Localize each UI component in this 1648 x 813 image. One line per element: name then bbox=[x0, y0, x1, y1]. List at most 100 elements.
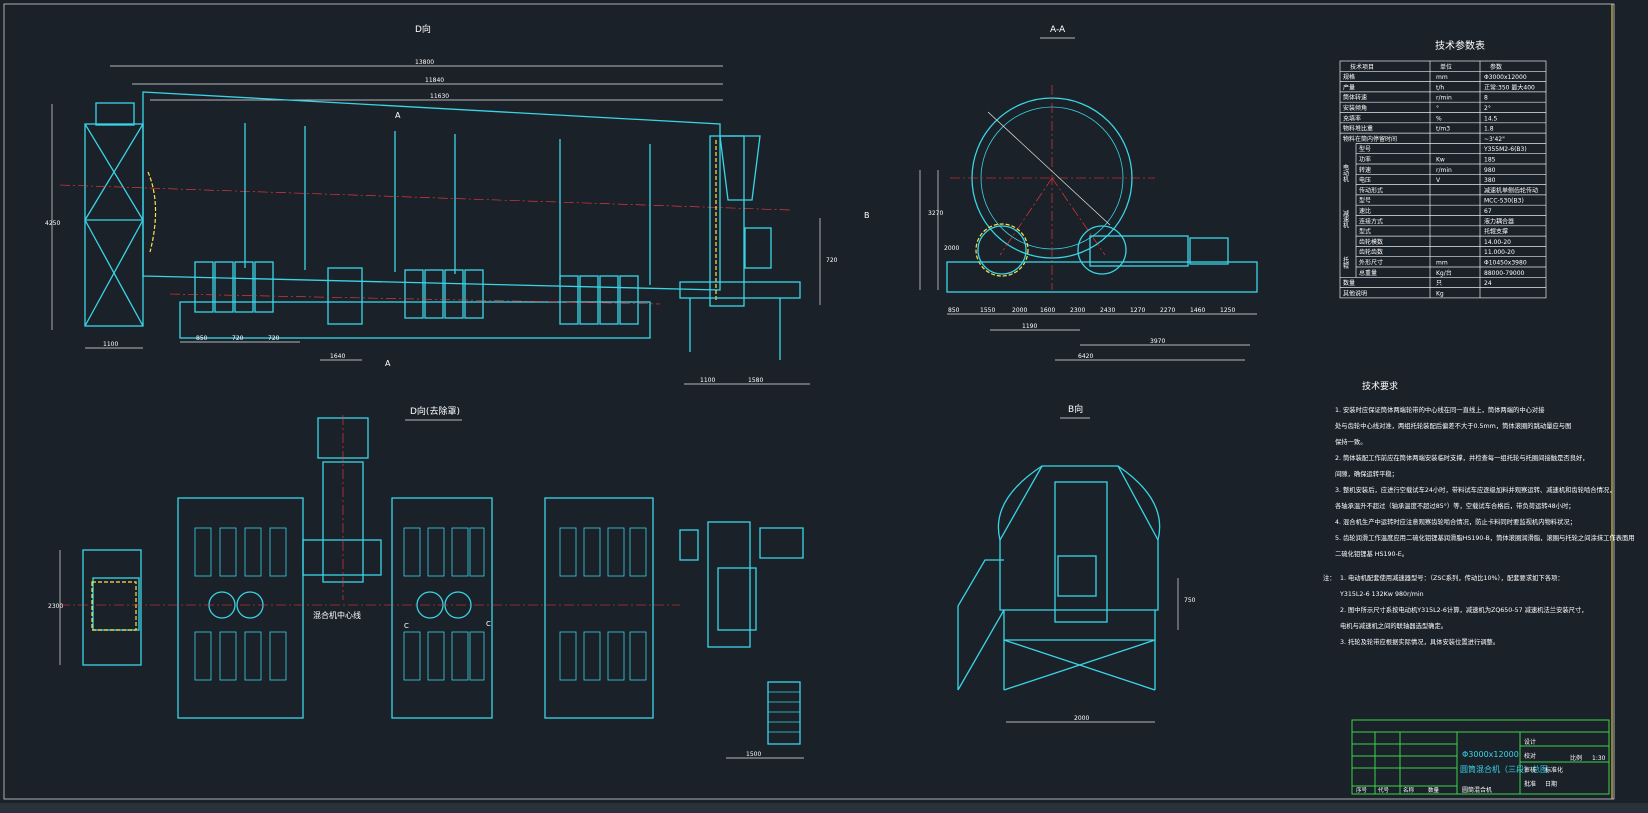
requirement-line: 各轴承温升不超过（轴承温度不超过85°）等，空载试车合格后，带负荷运转48小时； bbox=[1335, 501, 1575, 510]
tech-table-cell: 液力耦合器 bbox=[1484, 217, 1514, 225]
tech-table-cell: t/h bbox=[1436, 84, 1444, 91]
tech-table-cell: 总重量 bbox=[1359, 269, 1377, 277]
note-line: 3. 托轮及轮带应根据实际情况，具体安装位置进行调整。 bbox=[1340, 637, 1499, 646]
tech-table-cell: 转速 bbox=[1359, 166, 1371, 174]
tech-table-group-label: 托辊 bbox=[1342, 256, 1349, 270]
tech-table-cell: mm bbox=[1436, 260, 1448, 267]
dimension-label: 1250 bbox=[1220, 307, 1235, 314]
view-d-title: D向(去除罩) bbox=[410, 405, 460, 417]
dimension-label: 2270 bbox=[1160, 307, 1175, 314]
view-b: B向 2000 750 bbox=[957, 403, 1196, 723]
dim-shell-length: 11840 bbox=[425, 77, 444, 84]
dimension-label: 1190 bbox=[1022, 323, 1037, 330]
tech-table-cell: % bbox=[1436, 115, 1442, 122]
dim-height-left: 4250 bbox=[45, 220, 60, 227]
requirement-line: 间隙，确保运转平稳； bbox=[1335, 469, 1398, 478]
dim-overall-length: 13800 bbox=[415, 59, 434, 66]
viewport-status-strip bbox=[0, 803, 1648, 813]
tech-table-cell: 筒体转速 bbox=[1343, 94, 1367, 102]
top-view-arrow-label: D向 bbox=[415, 23, 431, 35]
tech-table-group-label: 电动机 bbox=[1342, 163, 1349, 183]
note-line: 电机与减速机之间的联轴器选型确定。 bbox=[1340, 621, 1447, 630]
dimension-label: 标准化 bbox=[1545, 766, 1563, 774]
tech-table-cell: mm bbox=[1436, 74, 1448, 81]
dimension-label: 批准 bbox=[1524, 780, 1536, 788]
section-aa-view: A-A 3270 2000 850 1550 2000 1600 2300 24… bbox=[919, 25, 1258, 361]
tech-table-cell: Kg bbox=[1436, 290, 1444, 297]
dimension-label: 校对 bbox=[1524, 752, 1536, 760]
dimension-label: 2000 bbox=[1074, 715, 1089, 722]
tech-table-cell: 只 bbox=[1436, 280, 1442, 287]
section-mark-a-bottom: A bbox=[385, 359, 391, 368]
tech-table-cell: Kg/台 bbox=[1436, 269, 1452, 277]
dimension-label: 设计 bbox=[1524, 738, 1536, 746]
requirement-line: 1. 安装时应保证筒体两端轮带的中心线在同一直线上，筒体两端的中心对接 bbox=[1335, 405, 1545, 414]
dimension-label: 1500 bbox=[746, 751, 761, 758]
dim-frame-width: 1100 bbox=[103, 341, 118, 348]
tech-table-cell: 185 bbox=[1484, 157, 1496, 164]
technical-requirements: 技术要求 1. 安装时应保证筒体两端轮带的中心线在同一直线上，筒体两端的中心对接… bbox=[1323, 380, 1635, 646]
dimension-label: 序号 bbox=[1356, 786, 1368, 794]
dim-height-right: 720 bbox=[826, 257, 838, 264]
tech-table-cell: 电压 bbox=[1359, 176, 1371, 184]
tech-table-cell: Φ3000x12000 bbox=[1484, 74, 1527, 81]
dimension-label: 3970 bbox=[1150, 338, 1165, 345]
tech-table-cell: 产量 bbox=[1343, 83, 1355, 91]
title-scale-label: 比例 bbox=[1570, 754, 1582, 762]
tech-table-cell: 1.8 bbox=[1484, 126, 1494, 133]
mixer-center-label: 混合机中心线 bbox=[313, 610, 361, 620]
tech-table-cell: 连接方式 bbox=[1359, 217, 1383, 225]
tech-table-cell: 物料在筒内停留时间 bbox=[1343, 135, 1397, 143]
tech-table-cell: 传动形式 bbox=[1359, 186, 1383, 194]
dimension-label: 720 bbox=[268, 335, 280, 342]
dimension-label: 代号 bbox=[1378, 786, 1390, 794]
requirement-line: 处与齿轮中心线对准，两组托轮装配后偏差不大于0.5mm，筒体滚圈的跳动量应与图 bbox=[1335, 421, 1571, 430]
dimension-label: 1580 bbox=[748, 377, 763, 384]
tech-table-cell: 功率 bbox=[1359, 156, 1371, 164]
tech-table-group-label: 减速机 bbox=[1342, 210, 1349, 230]
title-company: 圆筒混合机 bbox=[1462, 786, 1492, 794]
tech-table-header: 单位 bbox=[1440, 63, 1452, 71]
tech-table-cell: 规格 bbox=[1343, 73, 1355, 81]
tech-table-cell: 型式 bbox=[1359, 228, 1371, 236]
dimension-label: 1460 bbox=[1190, 307, 1205, 314]
tech-table-cell: Φ10450x3980 bbox=[1484, 260, 1527, 267]
tech-table-cell: 外形尺寸 bbox=[1359, 259, 1383, 267]
tech-table-cell: 88000-79000 bbox=[1484, 270, 1525, 277]
note-line: 2. 图中所示尺寸系按电动机Y315L2-6计算，减速机为ZQ650-57 减速… bbox=[1340, 605, 1588, 614]
requirement-line: 3. 整机安装后，应进行空载试车24小时，带料试车应逐级加料并观察运转、减速机和… bbox=[1335, 485, 1616, 494]
tech-table-cell: 齿轮齿数 bbox=[1359, 248, 1383, 256]
tech-table-cell: t/m3 bbox=[1436, 126, 1450, 133]
tech-table-cell: 型号 bbox=[1359, 197, 1371, 205]
dimension-label: 数量 bbox=[1428, 786, 1440, 794]
section-aa-title: A-A bbox=[1050, 25, 1066, 35]
title-part-name: Φ3000x12000 bbox=[1462, 750, 1519, 759]
view-b-title: B向 bbox=[1068, 403, 1083, 415]
tech-table-cell: 其他说明 bbox=[1343, 289, 1367, 297]
tech-table-cell: V bbox=[1436, 177, 1441, 184]
tech-table-header: 技术项目 bbox=[1350, 63, 1374, 71]
requirements-title: 技术要求 bbox=[1362, 380, 1398, 392]
tech-table-title: 技术参数表 bbox=[1435, 39, 1485, 52]
section-mark-c-left: C bbox=[404, 622, 409, 630]
dimension-label: 1640 bbox=[330, 353, 345, 360]
title-scale-value: 1:30 bbox=[1592, 755, 1606, 762]
dimension-label: 720 bbox=[232, 335, 244, 342]
dimension-label: 日期 bbox=[1545, 780, 1557, 788]
dimension-label: 1600 bbox=[1040, 307, 1055, 314]
tech-table-cell: ~3'42" bbox=[1484, 136, 1505, 143]
tech-table-cell: ° bbox=[1436, 105, 1439, 112]
requirement-line: 保持一致。 bbox=[1335, 437, 1366, 446]
tech-table-cell: 2° bbox=[1484, 105, 1491, 112]
tech-table-cell: Kw bbox=[1436, 157, 1445, 164]
tech-table-cell: 8 bbox=[1484, 95, 1488, 102]
requirement-line: 2. 筒体装配工作前应在筒体两端安装临时支撑，并检查每一组托轮与托圈间接触是否良… bbox=[1335, 453, 1589, 462]
section-mark-c-right: C bbox=[486, 620, 491, 628]
tech-table-cell: 充填率 bbox=[1343, 114, 1361, 122]
title-drawing-name: 圆筒混合机（三段）总图 bbox=[1460, 764, 1548, 774]
tech-table-cell: 67 bbox=[1484, 208, 1492, 215]
tech-table-cell: r/min bbox=[1436, 95, 1452, 102]
tech-table-cell: 托辊支撑 bbox=[1484, 228, 1508, 236]
title-block: Φ3000x12000 圆筒混合机（三段）总图 比例 1:30 设计 校对 审核… bbox=[1351, 719, 1610, 795]
